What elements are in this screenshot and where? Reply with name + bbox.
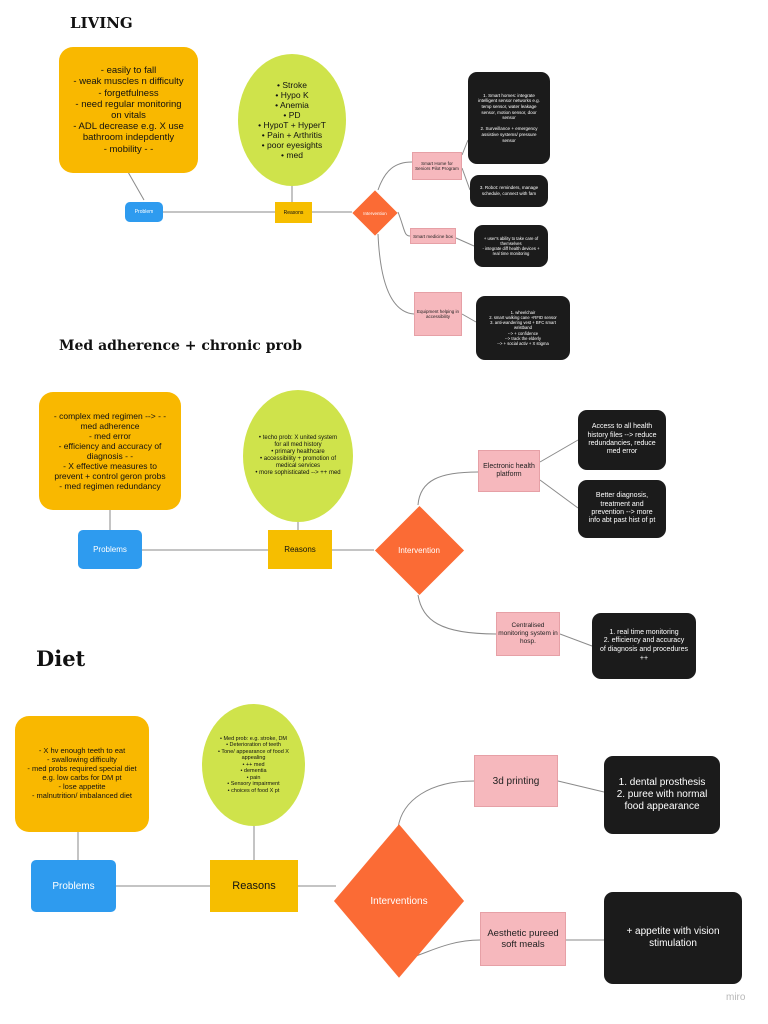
list-item: Hypo K bbox=[258, 90, 326, 100]
living-reasons-oval[interactable]: Stroke Hypo K Anemia PD HypoT + HyperT P… bbox=[238, 54, 346, 186]
list-item: poor eyesights bbox=[258, 140, 326, 150]
list-item: HypoT + HyperT bbox=[258, 120, 325, 130]
list-item: - complex med regimen --> - - med adhere… bbox=[53, 410, 167, 431]
living-problems-list: - easily to fall - weak muscles n diffic… bbox=[69, 65, 188, 155]
list-item: Anemia bbox=[258, 100, 326, 110]
list-item: - ADL decrease e.g. X use bathroom indep… bbox=[73, 121, 184, 144]
list-item: Stroke bbox=[258, 80, 326, 90]
med-detail-diagnosis[interactable]: Better diagnosis, treatment and preventi… bbox=[578, 480, 666, 538]
med-heading: Med adherence + chronic prob bbox=[59, 338, 302, 354]
med-problems-list: - complex med regimen --> - - med adhere… bbox=[49, 411, 171, 491]
med-branch1-to-detail1b bbox=[539, 479, 579, 509]
list-item: accessibility + promotion of medical ser… bbox=[255, 456, 341, 470]
med-problems-box[interactable]: Problems bbox=[78, 530, 142, 569]
list-item: - easily to fall bbox=[100, 65, 157, 77]
list-item: Pain + Arthritis bbox=[258, 130, 326, 140]
living-detail-medicine-box[interactable]: + user's ability to take care of themsel… bbox=[474, 225, 548, 267]
living-reasons-box[interactable]: Reasons bbox=[275, 202, 312, 223]
diet-reasons-list: Med prob: e.g. stroke, DM Deterioration … bbox=[210, 736, 297, 794]
diet-branch1-to-detail1 bbox=[557, 780, 605, 793]
diet-problems-box[interactable]: Problems bbox=[31, 860, 116, 912]
list-item: med bbox=[258, 150, 326, 160]
list-item: - med probs required special diet e.g. l… bbox=[27, 764, 137, 782]
list-item: - weak muscles n difficulty bbox=[73, 76, 184, 88]
living-branch3-to-detail3 bbox=[461, 313, 477, 323]
list-item: - lose appetite bbox=[58, 781, 106, 791]
med-reasons-list: techo prob: X united system for all med … bbox=[255, 435, 341, 477]
list-item: primary healthcare bbox=[255, 449, 341, 456]
living-detail-robot[interactable]: 3. Robot: reminders, manage schedule, co… bbox=[470, 175, 548, 207]
med-diamond-to-branch1 bbox=[417, 471, 479, 506]
list-item: Sensory impairment bbox=[210, 781, 297, 787]
diet-detail-3d-printing[interactable]: 1. dental prosthesis 2. puree with norma… bbox=[604, 756, 720, 834]
diet-reasons-box[interactable]: Reasons bbox=[210, 860, 298, 912]
living-diamond-to-branch2 bbox=[397, 211, 411, 237]
med-reasons-box[interactable]: Reasons bbox=[268, 530, 332, 569]
med-problems-note[interactable]: - complex med regimen --> - - med adhere… bbox=[39, 392, 181, 510]
med-branch-electronic-health[interactable]: Electronic health platform bbox=[478, 450, 540, 492]
list-item: techo prob: X united system for all med … bbox=[255, 435, 341, 449]
diet-problems-note[interactable]: - X hv enough teeth to eat - swallowing … bbox=[15, 716, 149, 832]
living-intervention-label: Intervention bbox=[363, 210, 387, 216]
living-branch2-to-detail2 bbox=[455, 237, 475, 247]
diet-intervention-label: Interventions bbox=[370, 895, 428, 907]
list-item: - mobility - - bbox=[103, 143, 154, 155]
diet-branch-3d-printing[interactable]: 3d printing bbox=[474, 755, 558, 807]
med-branch2-to-detail2 bbox=[559, 633, 593, 647]
list-item: ++ med bbox=[210, 762, 297, 768]
living-branch-accessibility[interactable]: Equipment helping in accessibility bbox=[414, 292, 462, 336]
diet-detail-pureed-meals[interactable]: + appetite with vision stimulation bbox=[604, 892, 742, 984]
living-diamond-to-branch3 bbox=[377, 233, 415, 315]
list-item: Tone/ appearance of food X appealing bbox=[210, 749, 297, 762]
diet-reasons-oval[interactable]: Med prob: e.g. stroke, DM Deterioration … bbox=[202, 704, 305, 826]
list-item: - forgetfulness bbox=[98, 87, 159, 99]
list-item: PD bbox=[258, 110, 326, 120]
list-item: Deterioration of teeth bbox=[210, 742, 297, 748]
living-diamond-to-branch1 bbox=[377, 161, 413, 191]
med-branch-centralised-monitoring[interactable]: Centralised monitoring system in hosp. bbox=[496, 612, 560, 656]
list-item: - X effective measures to prevent + cont… bbox=[54, 461, 166, 482]
living-branch-smart-home[interactable]: Smart Home for Seniors Pilot Program bbox=[412, 152, 462, 180]
diet-intervention-diamond[interactable]: Interventions bbox=[333, 824, 465, 978]
med-reasons-oval[interactable]: techo prob: X united system for all med … bbox=[243, 390, 353, 522]
living-heading: LIVING bbox=[70, 14, 133, 32]
med-intervention-label: Intervention bbox=[398, 545, 440, 555]
list-item: - malnutrition/ imbalanced diet bbox=[31, 790, 133, 800]
med-branch1-to-detail1a bbox=[539, 439, 579, 463]
med-detail-monitoring[interactable]: 1. real time monitoring 2. efficiency an… bbox=[592, 613, 696, 679]
miro-watermark: miro bbox=[726, 992, 746, 1003]
list-item: - swallowing difficulty bbox=[47, 755, 117, 765]
living-intervention-diamond[interactable]: Intervention bbox=[352, 190, 398, 236]
list-item: - med error bbox=[88, 430, 132, 441]
list-item: - need regular monitoring on vitals bbox=[75, 98, 182, 121]
med-diamond-to-branch2 bbox=[417, 594, 497, 635]
diet-problems-list: - X hv enough teeth to eat - swallowing … bbox=[25, 747, 139, 800]
list-item: Med prob: e.g. stroke, DM bbox=[210, 736, 297, 742]
living-detail-equipment[interactable]: 1. wheelchair 2. smart walking cane +RFI… bbox=[476, 296, 570, 360]
list-item: - med regimen redundancy bbox=[59, 481, 161, 492]
living-problem-box[interactable]: Problem bbox=[125, 202, 163, 222]
diet-branch-pureed-meals[interactable]: Aesthetic pureed soft meals bbox=[480, 912, 566, 966]
living-reasons-list: Stroke Hypo K Anemia PD HypoT + HyperT P… bbox=[258, 80, 326, 160]
list-item: more sophisticated --> ++ med bbox=[255, 470, 341, 477]
living-branch-smart-medicine-box[interactable]: Smart medicine box bbox=[410, 228, 456, 244]
med-detail-health-files[interactable]: Access to all health history files --> r… bbox=[578, 410, 666, 470]
living-sticky-to-problem bbox=[127, 171, 145, 201]
med-intervention-diamond[interactable]: Intervention bbox=[374, 505, 464, 595]
living-branch1-to-detail1a bbox=[461, 139, 469, 156]
list-item: dementia bbox=[210, 768, 297, 774]
list-item: - efficiency and accuracy of diagnosis -… bbox=[58, 440, 162, 461]
diet-diamond-to-branch1 bbox=[397, 780, 475, 829]
list-item: pain bbox=[210, 775, 297, 781]
diet-heading: Diet bbox=[36, 646, 86, 671]
list-item: choices of food X pt bbox=[210, 788, 297, 794]
list-item: - X hv enough teeth to eat bbox=[38, 746, 126, 756]
living-detail-smart-homes[interactable]: 1. Smart homes: integrate intelligent se… bbox=[468, 72, 550, 164]
living-branch1-to-detail1b bbox=[461, 167, 471, 191]
living-problems-note[interactable]: - easily to fall - weak muscles n diffic… bbox=[59, 47, 198, 173]
